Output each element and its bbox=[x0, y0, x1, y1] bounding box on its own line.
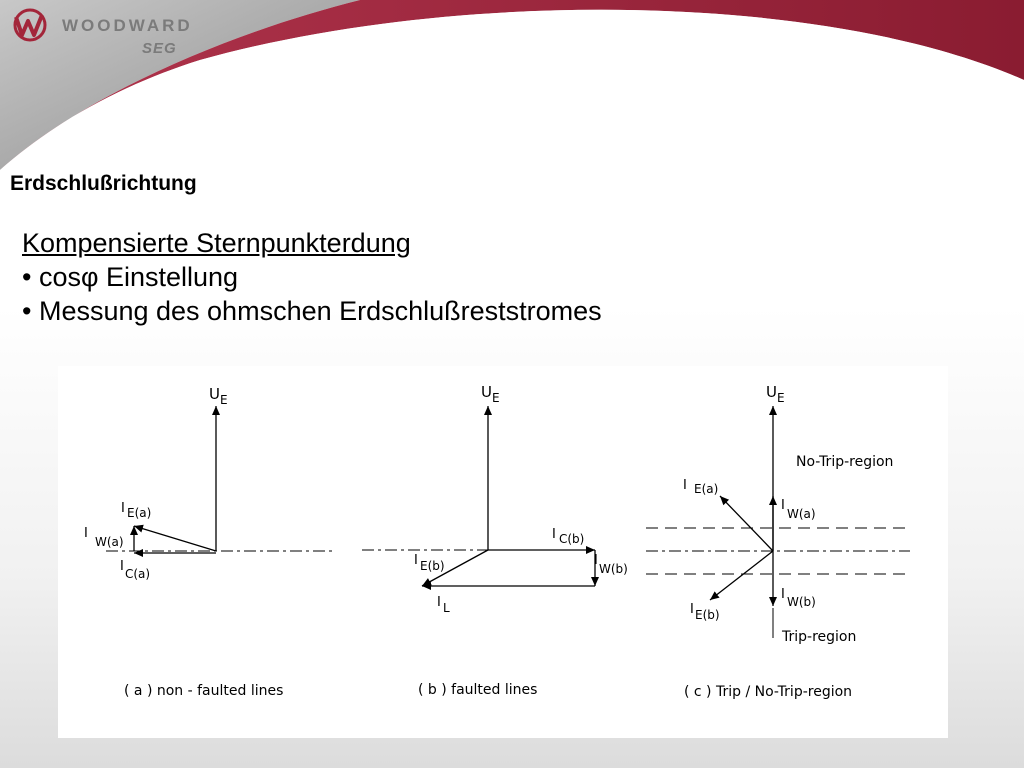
logo-text: WOODWARD bbox=[62, 16, 193, 35]
ue-a-label: U bbox=[209, 385, 220, 403]
ic-a-label: I bbox=[120, 559, 124, 574]
bullet-cosphi: • cosφ Einstellung bbox=[22, 262, 239, 292]
logo-emblem-icon bbox=[13, 8, 47, 42]
section-title: Erdschlußrichtung bbox=[10, 172, 197, 195]
caption-c: ( c ) Trip / No-Trip-region bbox=[684, 684, 852, 700]
iw-b-sub: W(b) bbox=[599, 562, 628, 576]
iw-a-c-label: I bbox=[781, 498, 785, 513]
ie-b-label: I bbox=[414, 553, 418, 568]
ie-a-arrow bbox=[133, 524, 217, 552]
ie-a-c-label: I bbox=[683, 478, 687, 493]
ie-b-c-label: I bbox=[690, 602, 694, 617]
phasor-diagrams: U E I E(a) I W(a) I C(a) ( a ) non - fau… bbox=[84, 383, 910, 700]
ue-c-label: U bbox=[766, 383, 777, 401]
iw-a-c-sub: W(a) bbox=[787, 507, 816, 521]
phasor-diagram-panel: U E I E(a) I W(a) I C(a) ( a ) non - fau… bbox=[58, 366, 948, 738]
ie-b-sub: E(b) bbox=[420, 559, 445, 573]
iw-b-c-label: I bbox=[781, 587, 785, 602]
ie-a-label: I bbox=[121, 501, 125, 516]
bullet-measurement: • Messung des ohmschen Erdschlußreststro… bbox=[22, 296, 602, 326]
header-swoosh bbox=[0, 0, 1024, 175]
ie-a-c-sub: E(a) bbox=[694, 482, 718, 496]
iw-a-sub: W(a) bbox=[95, 535, 124, 549]
ic-a-sub: C(a) bbox=[125, 567, 150, 581]
trip-region-label: Trip-region bbox=[781, 629, 856, 645]
logo-sub: SEG bbox=[142, 40, 177, 57]
ue-a-sub: E bbox=[220, 393, 228, 407]
woodward-logo: WOODWARD SEG bbox=[10, 6, 210, 57]
ue-b-sub: E bbox=[492, 391, 500, 405]
ic-b-label: I bbox=[552, 527, 556, 542]
ie-a-sub: E(a) bbox=[127, 506, 151, 520]
caption-b: ( b ) faulted lines bbox=[418, 682, 537, 698]
diagram-b: U E I C(b) I E(b) I W(b) I L ( b ) fault… bbox=[362, 383, 628, 698]
il-label: I bbox=[437, 595, 441, 610]
diagram-c: U E No-Trip-region I E(a) I W(a) I E(b) … bbox=[646, 383, 910, 700]
ue-c-sub: E bbox=[777, 391, 785, 405]
ie-b-arrow bbox=[421, 549, 489, 587]
ie-b-c-arrow bbox=[709, 550, 774, 601]
diagram-a: U E I E(a) I W(a) I C(a) ( a ) non - fau… bbox=[84, 385, 336, 699]
ie-b-c-sub: E(b) bbox=[695, 608, 720, 622]
ie-a-c-arrow bbox=[719, 495, 774, 552]
iw-b-c-sub: W(b) bbox=[787, 595, 816, 609]
ue-b-label: U bbox=[481, 383, 492, 401]
il-sub: L bbox=[443, 601, 450, 615]
content-block: Kompensierte Sternpunkterdung • cosφ Ein… bbox=[22, 226, 602, 328]
iw-a-label: I bbox=[84, 526, 88, 541]
iw-b-label: I bbox=[594, 553, 598, 568]
ic-b-sub: C(b) bbox=[559, 532, 584, 546]
caption-a: ( a ) non - faulted lines bbox=[124, 683, 283, 699]
content-heading: Kompensierte Sternpunkterdung bbox=[22, 228, 411, 258]
no-trip-region-label: No-Trip-region bbox=[796, 454, 893, 470]
